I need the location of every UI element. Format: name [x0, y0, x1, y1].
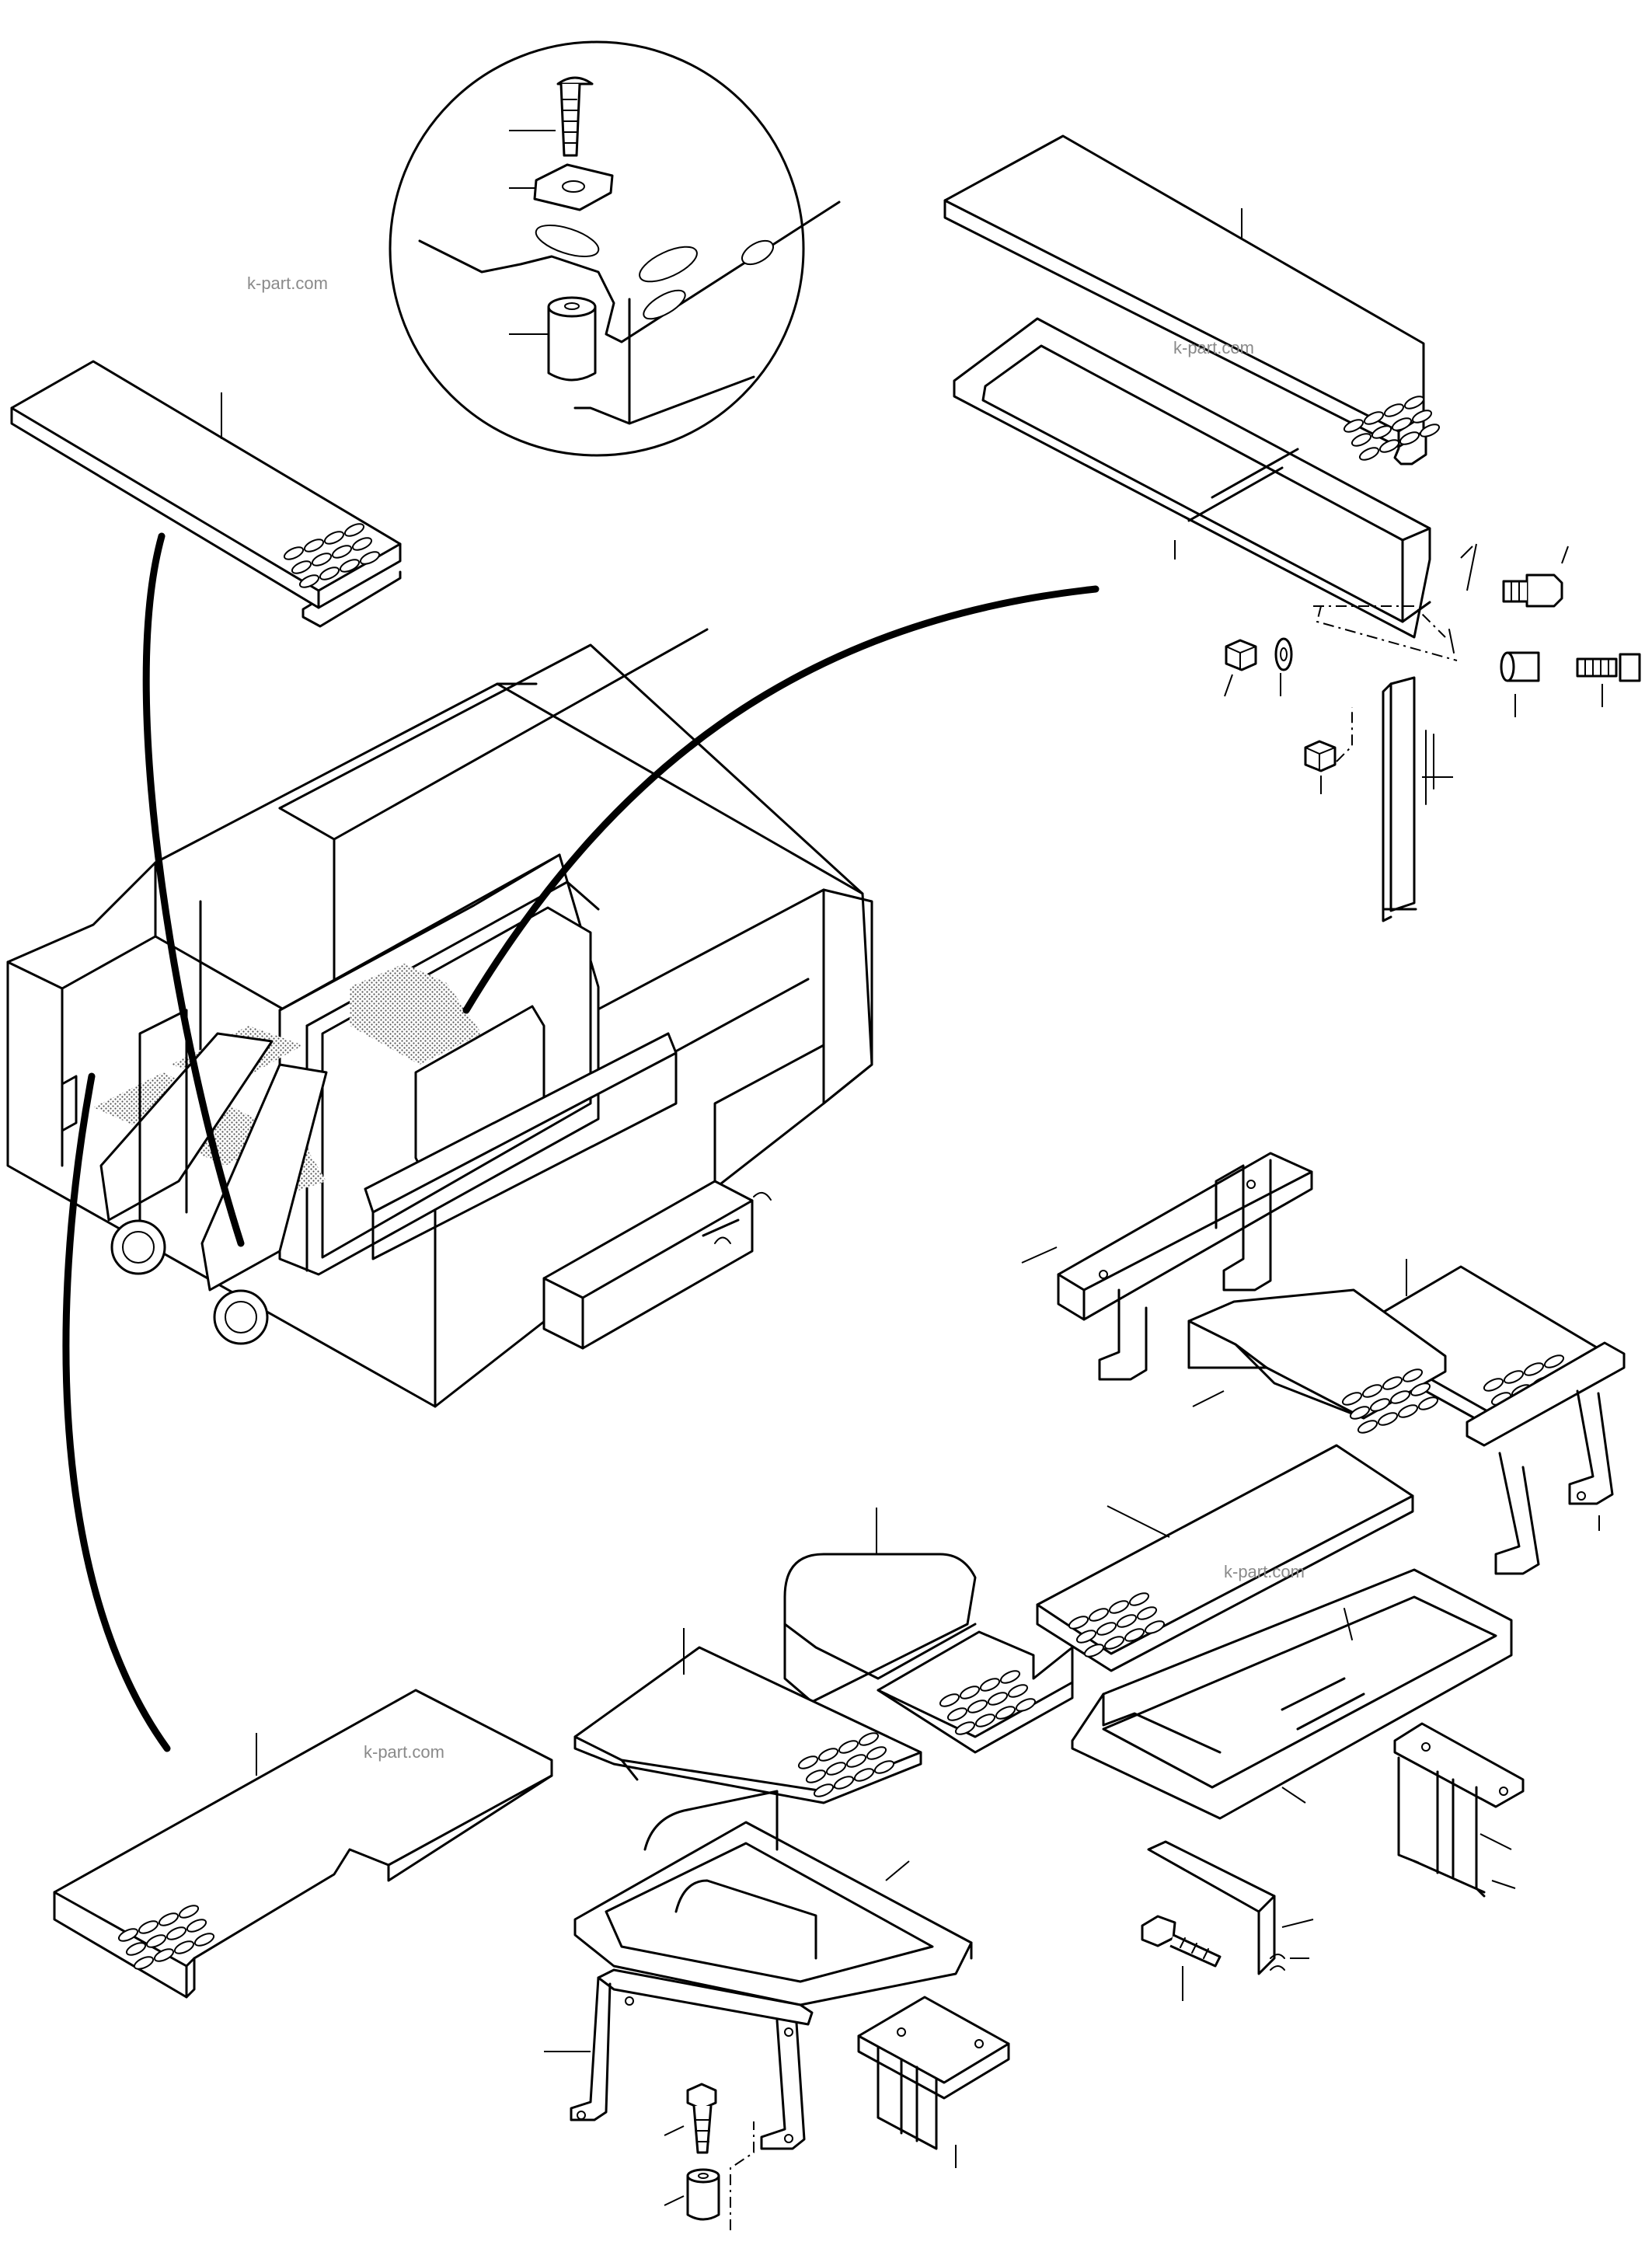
top-left-floor-plate	[10, 360, 402, 628]
callout-curves	[62, 532, 1100, 1752]
bottom-left-floor-plate	[53, 1689, 553, 1999]
bracket-post	[1382, 676, 1453, 922]
hex-bolt-upper	[1502, 546, 1569, 608]
angle-bracket-and-bolt	[1141, 1840, 1314, 2001]
nut-lower	[1304, 707, 1353, 794]
machine-body	[6, 628, 873, 1408]
watermark-4: k-part.com	[364, 1742, 444, 1762]
mid-row-covers	[573, 1444, 1513, 1820]
cap-screw	[1576, 653, 1641, 707]
nut-left	[1225, 639, 1257, 671]
screw	[556, 76, 594, 157]
spacer-bushing	[1500, 651, 1540, 717]
watermark-3: k-part.com	[1224, 1562, 1305, 1581]
top-right-cover-assembly	[943, 134, 1641, 922]
right-middle-stands	[1021, 1152, 1626, 1575]
small-support-bracket	[857, 1996, 1010, 2168]
bottom-fasteners	[664, 2083, 755, 2230]
bottom-center-tray	[544, 1790, 973, 2150]
watermark-1: k-part.com	[247, 274, 328, 293]
clip-washer	[533, 163, 614, 211]
spacer-sleeve	[547, 296, 597, 382]
watermark-2: k-part.com	[1173, 338, 1254, 357]
detail-circle	[389, 40, 841, 457]
washer-left	[1274, 637, 1293, 671]
right-bottom-stand	[1393, 1722, 1525, 1898]
